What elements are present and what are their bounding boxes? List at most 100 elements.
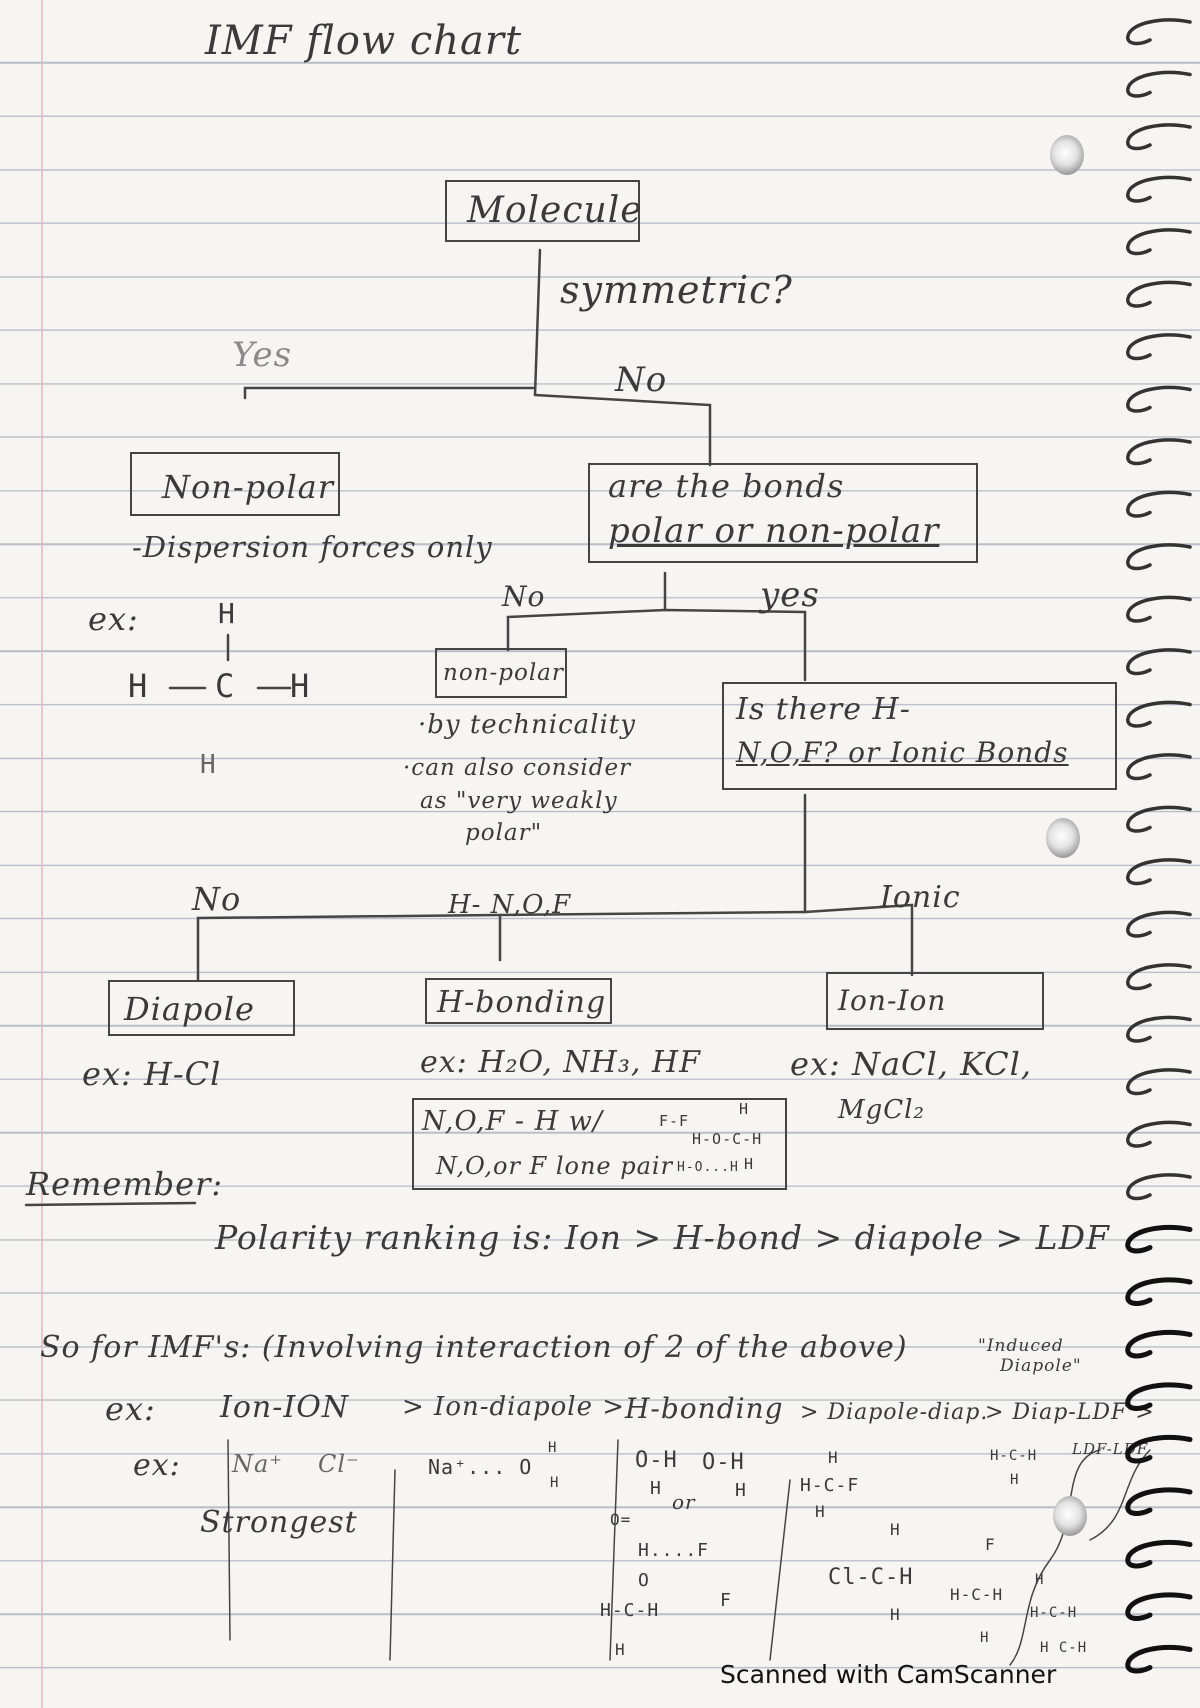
connector-bonds-left [506,608,807,682]
rank-ion-dipole: > Ion-diapole > [402,1392,626,1422]
node-ion-ion: Ion-Ion [826,972,1044,1030]
remember-label: Remember: [26,1165,224,1203]
hbond-sketch-8: H-C-H [600,1600,660,1621]
hbond-sketch-10: F [720,1590,732,1611]
ion-dipole-example-3: H [550,1475,560,1491]
ldf-sketch-0: H-C-H [990,1448,1038,1464]
hbond-sketch-or: or [672,1490,696,1514]
hbond-sketch-3: H [735,1480,747,1501]
imf-heading: So for IMF's: (Involving interaction of … [40,1330,908,1365]
hbond-example: ex: H₂O, NH₃, HF [420,1045,701,1080]
edge-label-ionic: Ionic [880,880,961,915]
hbond-rule-sketch-hoh: H-O...H [677,1160,739,1175]
hbond-rule-box: N,O,F - H w/ N,O,or F lone pair F-F H H-… [412,1098,787,1190]
node-dipole: Diapole [108,980,295,1036]
spiral-coil [1126,910,1192,938]
hbond-sketch-0: O-H [635,1448,678,1473]
imf-ex-label: ex: [105,1390,156,1428]
hbond-rule-sketch-ff: F-F [659,1112,690,1130]
spiral-coil [1126,70,1192,98]
spiral-coil [1125,1224,1193,1254]
ldf-curve [1009,1449,1101,1666]
dipole-example: ex: H-Cl [82,1055,222,1093]
node-molecule-label: Molecule [467,190,643,231]
polarity-ranking: Polarity ranking is: Ion > H-bond > diap… [215,1218,1110,1257]
dipole-sketch-1: H-C-F [800,1475,860,1496]
spiral-binding [1125,18,1193,1674]
spiral-coil [1126,1015,1192,1043]
spiral-coil [1126,805,1192,833]
edge-label-yes: Yes [232,335,293,375]
hbond-sketch-1: H [650,1478,662,1499]
node-non-polar-label: Non-polar [162,468,335,506]
ion-ion-example-na: Na⁺ [232,1450,283,1478]
spiral-coil [1125,1644,1193,1674]
methane-atom-left: H [128,667,149,705]
node-hbonding-label: H-bonding [437,985,607,1020]
dipole-sketch-5: H [890,1605,901,1624]
spiral-coil [1126,595,1192,623]
dipole-sketch-2: H [815,1502,826,1521]
induced-note-1: "Induced [978,1336,1064,1356]
ldf-sketch-2: F [985,1535,996,1554]
methane-atom-center: C [215,667,236,705]
node-ion-ion-label: Ion-Ion [838,984,947,1017]
remember-underline [24,1201,197,1207]
technicality-note-2: ·can also consider [403,755,632,781]
hbond-rule-sketch-hoch: H-O-C-H [692,1130,763,1148]
punch-hole-middle [1046,818,1080,858]
spiral-coil [1126,490,1192,518]
hbond-sketch-2: O-H [702,1450,745,1475]
spiral-coil [1126,438,1192,466]
spiral-coil [1126,175,1192,203]
methane-atom-top: H [218,597,236,630]
hbond-sketch-6: H....F [638,1540,710,1561]
hbond-sketch-7: O [638,1570,650,1591]
spiral-coil [1126,385,1192,413]
spiral-coil [1125,1539,1193,1569]
node-non-polar-technical-label: non-polar [443,660,564,686]
dipole-sketch-0: H [828,1448,839,1467]
node-bonds-question: are the bonds polar or non-polar [588,463,978,563]
node-molecule: Molecule [445,180,643,242]
spiral-coil [1125,1382,1193,1411]
ion-dipole-example-2: H [548,1440,558,1456]
node-bonds-line-2: polar or non-polar [608,511,940,551]
spiral-coil [1126,1173,1192,1201]
node-dipole-label: Diapole [124,990,255,1028]
dipole-sketch-3: H [890,1520,901,1539]
ldf-sketch-3: H-C-H [950,1585,1004,1604]
section-divider-1 [227,1439,231,1641]
spiral-coil [1125,1277,1193,1306]
spiral-coil [1126,963,1192,991]
section-divider-3 [609,1439,619,1661]
node-non-polar: Non-polar [130,452,340,516]
ldf-sketch-7: H C-H [1040,1640,1088,1656]
spiral-coil [1126,228,1192,256]
section-divider-2 [389,1469,396,1661]
rank-ion-ion: Ion-ION [220,1390,350,1425]
ldf-sketch-4: H [980,1630,990,1646]
edge-label-dipole: No [192,880,242,918]
strongest-label: Strongest [200,1505,358,1540]
edge-label-hbond: H- N,O,F [448,890,572,920]
ion-ion-example-cl: Cl⁻ [318,1450,360,1478]
connector-split-left [243,386,537,400]
punch-hole-bottom [1053,1496,1087,1536]
spiral-coil [1126,700,1192,728]
dispersion-note: -Dispersion forces only [132,530,493,564]
spiral-coil [1126,753,1192,781]
induced-note-2: Diapole" [1000,1356,1082,1376]
hbond-sketch-5: O= [610,1510,632,1529]
technicality-note-1: ·by technicality [418,710,636,740]
technicality-note-3: as "very weakly [420,788,618,814]
spiral-coil [1125,1329,1193,1359]
connector-split-right [533,393,712,467]
ion-dipole-example-1: Na⁺... O [428,1455,533,1479]
rank-hbonding: H-bonding [625,1392,784,1425]
node-hnof-line-1: Is there H- [736,692,911,727]
page-title: IMF flow chart [205,18,523,64]
connector-root-to-split [533,248,542,397]
